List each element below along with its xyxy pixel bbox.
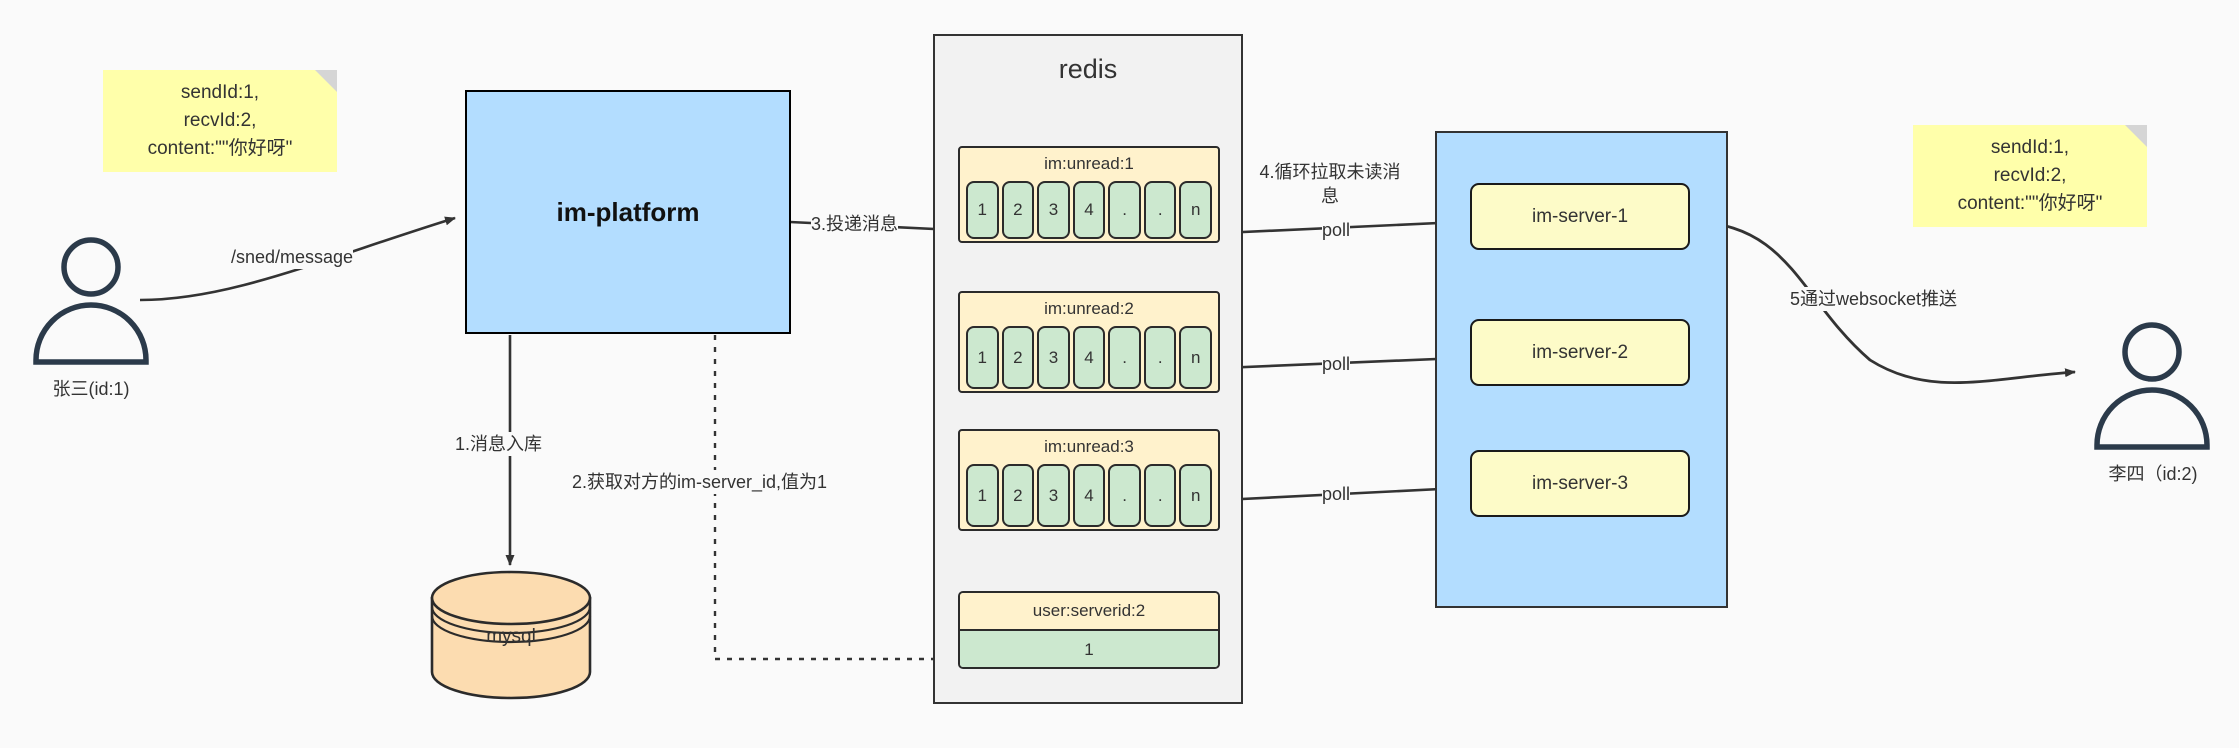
redis-cell-row-0: 1 2 3 4 . . n [966, 181, 1213, 239]
redis-key-block-0[interactable]: im:unread:1 1 2 3 4 . . n [958, 146, 1220, 243]
redis-cell[interactable]: . [1108, 181, 1141, 239]
redis-cell[interactable]: 2 [1001, 181, 1035, 239]
edge-send-message [139, 216, 456, 302]
im-server-2-node[interactable]: im-server-2 [1470, 319, 1690, 386]
redis-cell[interactable]: . [1108, 326, 1141, 389]
note-left-line3: content:""你好呀" [147, 138, 293, 159]
sender-label: 张三(id:1) [52, 379, 130, 399]
redis-key-block-2[interactable]: im:unread:3 1 2 3 4 . . n [958, 429, 1220, 531]
note-right-line3: content:""你好呀" [1957, 193, 2103, 214]
redis-key-block-1[interactable]: im:unread:2 1 2 3 4 . . n [958, 291, 1220, 393]
redis-cell[interactable]: 1 [966, 326, 999, 389]
redis-cell[interactable]: n [1179, 181, 1213, 239]
note-fold-icon [315, 70, 337, 92]
redis-cell[interactable]: 3 [1037, 464, 1070, 527]
redis-cell[interactable]: n [1179, 464, 1213, 527]
edge-label-poll-3: poll [1322, 482, 1351, 506]
redis-cell[interactable]: 4 [1072, 326, 1106, 389]
note-left-line1: sendId:1, [180, 82, 260, 103]
redis-cell[interactable]: 2 [1001, 464, 1035, 527]
mysql-cylinder [430, 570, 592, 700]
im-server-1-node[interactable]: im-server-1 [1470, 183, 1690, 250]
receiver-label: 李四（id:2) [2108, 464, 2198, 484]
redis-key-label-2: im:unread:3 [1044, 437, 1134, 456]
edge-label-step4-line1: 4.循环拉取未读消 [1259, 162, 1401, 182]
redis-cell-row-1: 1 2 3 4 . . n [966, 326, 1213, 389]
sender-avatar-icon [33, 237, 149, 365]
edge-step5 [1689, 220, 2076, 385]
redis-cell[interactable]: . [1143, 326, 1177, 389]
im-server-cluster: im-server-1 im-server-2 im-server-3 [1435, 131, 1728, 608]
edge-label-poll-1: poll [1322, 218, 1351, 242]
receiver-avatar-icon [2094, 322, 2210, 450]
redis-key-label-1: im:unread:2 [1044, 299, 1134, 318]
note-left: sendId:1, recvId:2, content:""你好呀" [103, 70, 337, 172]
edge-label-step3: 3.投递消息 [811, 212, 899, 236]
im-platform-node[interactable]: im-platform [465, 90, 791, 334]
note-right-line1: sendId:1, [1990, 137, 2070, 158]
edge-label-step1: 1.消息入库 [455, 432, 543, 456]
redis-kv-key: user:serverid:2 [960, 593, 1218, 631]
edge-label-step4-line2: 息 [1321, 186, 1339, 206]
note-fold-icon [2125, 125, 2147, 147]
edge-step2 [710, 321, 960, 661]
redis-cell[interactable]: 4 [1072, 464, 1106, 527]
redis-cell[interactable]: . [1108, 464, 1141, 527]
redis-kv-value: 1 [960, 631, 1218, 667]
redis-cell[interactable]: 3 [1037, 326, 1070, 389]
mysql-node[interactable]: mysql [486, 626, 536, 647]
redis-cell[interactable]: n [1179, 326, 1213, 389]
edge-label-step2: 2.获取对方的im-server_id,值为1 [572, 470, 828, 494]
redis-kv-block[interactable]: user:serverid:2 1 [958, 591, 1220, 669]
note-right-line2: recvId:2, [1993, 165, 2067, 186]
edge-label-send-message: /sned/message [231, 245, 354, 269]
edge-label-poll-2: poll [1322, 352, 1351, 376]
note-left-line2: recvId:2, [183, 110, 257, 131]
redis-cell[interactable]: 2 [1001, 326, 1035, 389]
im-server-3-node[interactable]: im-server-3 [1470, 450, 1690, 517]
redis-title: redis [1058, 54, 1118, 84]
redis-cell[interactable]: 1 [966, 181, 999, 239]
edge-label-step4: 4.循环拉取未读消 息 [1255, 160, 1405, 208]
redis-cell[interactable]: 3 [1037, 181, 1070, 239]
note-right: sendId:1, recvId:2, content:""你好呀" [1913, 125, 2147, 227]
redis-cell[interactable]: 1 [966, 464, 999, 527]
redis-cell[interactable]: . [1143, 181, 1177, 239]
redis-key-label-0: im:unread:1 [1044, 154, 1134, 173]
redis-container: redis im:unread:1 1 2 3 4 . . n im:unrea… [933, 34, 1243, 704]
redis-cell[interactable]: . [1143, 464, 1177, 527]
redis-cell-row-2: 1 2 3 4 . . n [966, 464, 1213, 527]
edge-label-step5: 5通过websocket推送 [1790, 287, 1958, 311]
redis-cell[interactable]: 4 [1072, 181, 1106, 239]
